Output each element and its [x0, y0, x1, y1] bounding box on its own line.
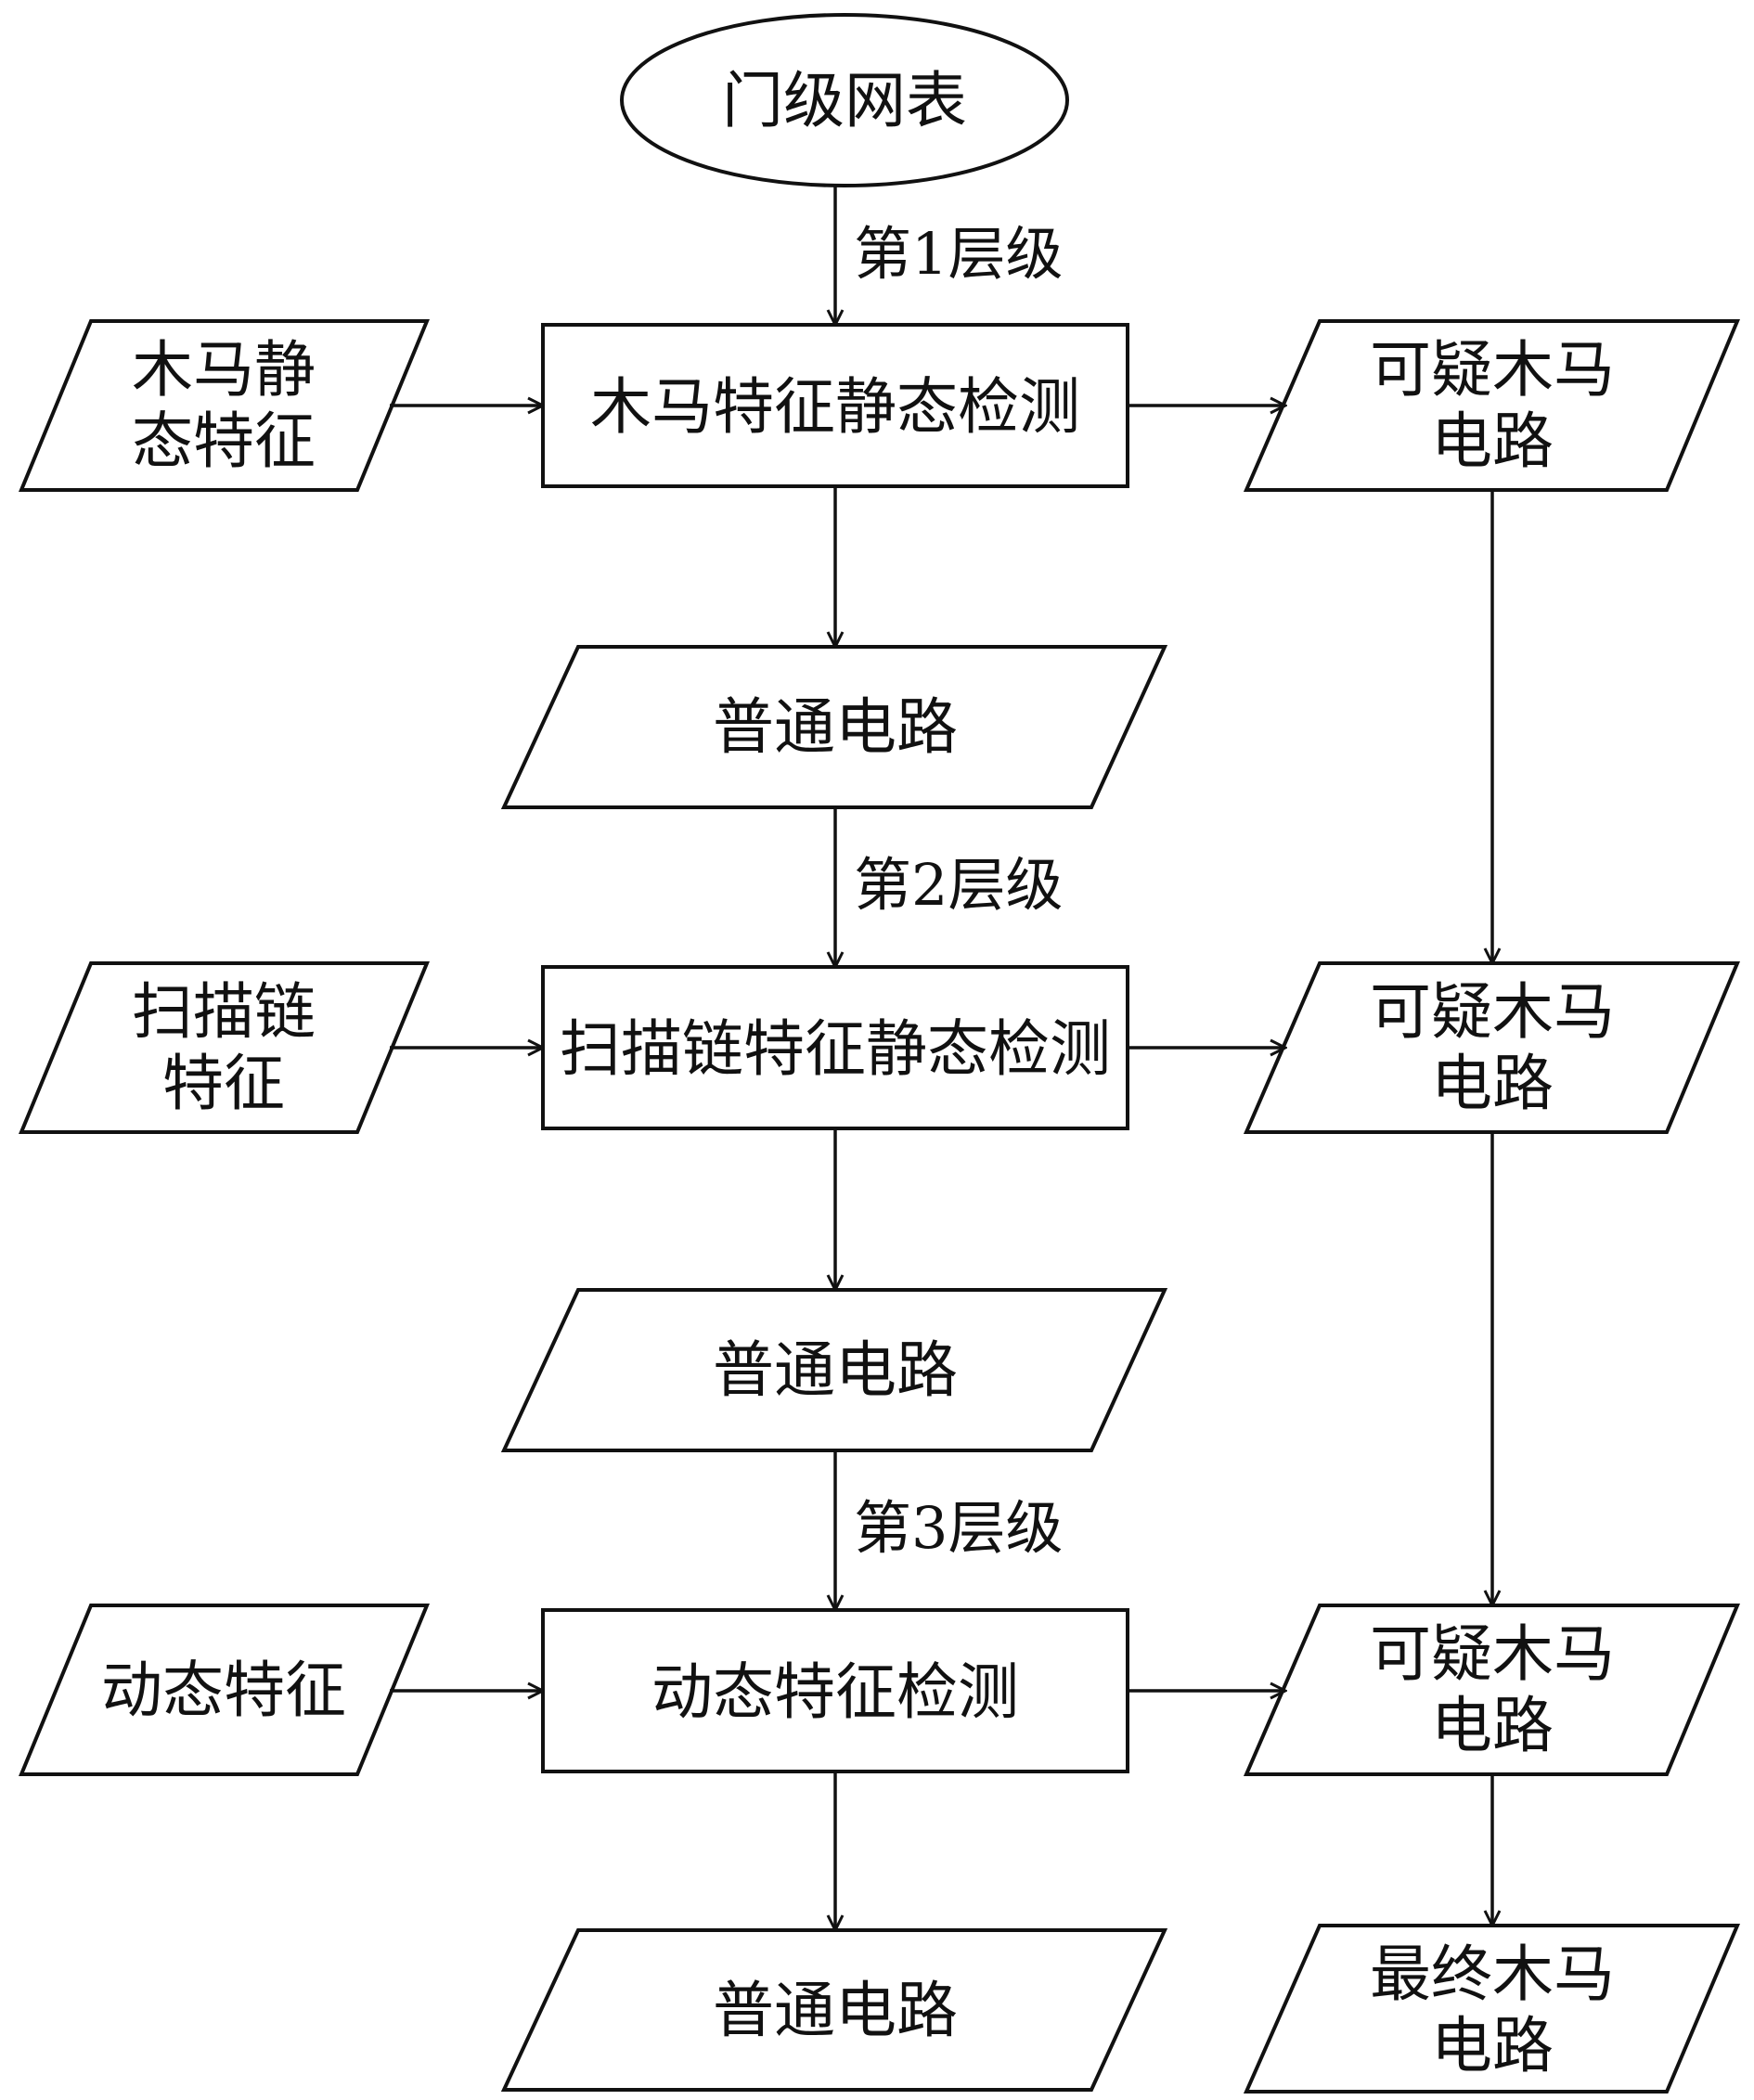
- normal-output-2: 普通电路: [500, 1288, 1168, 1452]
- feature-input-1: 木马静 态特征: [19, 319, 430, 492]
- suspect-output-1: 可疑木马 电路: [1243, 319, 1741, 492]
- suspect-output-2-line-2: 电路: [1431, 1048, 1554, 1119]
- suspect-output-2-line-1: 可疑木马: [1370, 976, 1615, 1048]
- level-label-2: 第2层级: [854, 851, 1063, 919]
- feature-input-1-line-2: 态特征: [132, 406, 316, 477]
- suspect-output-1-line-2: 电路: [1431, 406, 1554, 477]
- feature-input-2: 扫描链 特征: [19, 961, 430, 1134]
- suspect-output-2: 可疑木马 电路: [1243, 961, 1741, 1134]
- process-box-2: 扫描链特征静态检测: [541, 965, 1129, 1130]
- final-output-line-2: 电路: [1431, 2010, 1554, 2081]
- start-node: 门级网表: [620, 13, 1069, 187]
- level-label-1: 第1层级: [854, 220, 1063, 288]
- feature-input-3: 动态特征: [19, 1604, 430, 1776]
- feature-input-1-line-1: 木马静: [132, 334, 316, 406]
- feature-input-3-line-1: 动态特征: [101, 1655, 346, 1726]
- feature-input-2-line-2: 特征: [162, 1048, 285, 1119]
- normal-output-3-label: 普通电路: [713, 1975, 958, 2046]
- process-box-3: 动态特征检测: [541, 1608, 1129, 1773]
- normal-output-2-label: 普通电路: [713, 1334, 958, 1406]
- suspect-output-3-line-2: 电路: [1431, 1690, 1554, 1761]
- final-output: 最终木马 电路: [1243, 1924, 1741, 2094]
- suspect-output-3: 可疑木马 电路: [1243, 1604, 1741, 1776]
- feature-input-2-line-1: 扫描链: [132, 976, 316, 1048]
- normal-output-3: 普通电路: [500, 1928, 1168, 2092]
- process-box-1-label: 木马特征静态检测: [590, 371, 1080, 443]
- process-box-2-label: 扫描链特征静态检测: [560, 1013, 1111, 1085]
- final-output-line-1: 最终木马: [1370, 1939, 1615, 2010]
- normal-output-1-label: 普通电路: [713, 691, 958, 763]
- suspect-output-3-line-1: 可疑木马: [1370, 1618, 1615, 1690]
- start-label: 门级网表: [722, 65, 967, 136]
- level-label-3: 第3层级: [854, 1494, 1063, 1562]
- suspect-output-1-line-1: 可疑木马: [1370, 334, 1615, 406]
- process-box-1: 木马特征静态检测: [541, 323, 1129, 488]
- normal-output-1: 普通电路: [500, 645, 1168, 809]
- process-box-3-label: 动态特征检测: [651, 1656, 1019, 1728]
